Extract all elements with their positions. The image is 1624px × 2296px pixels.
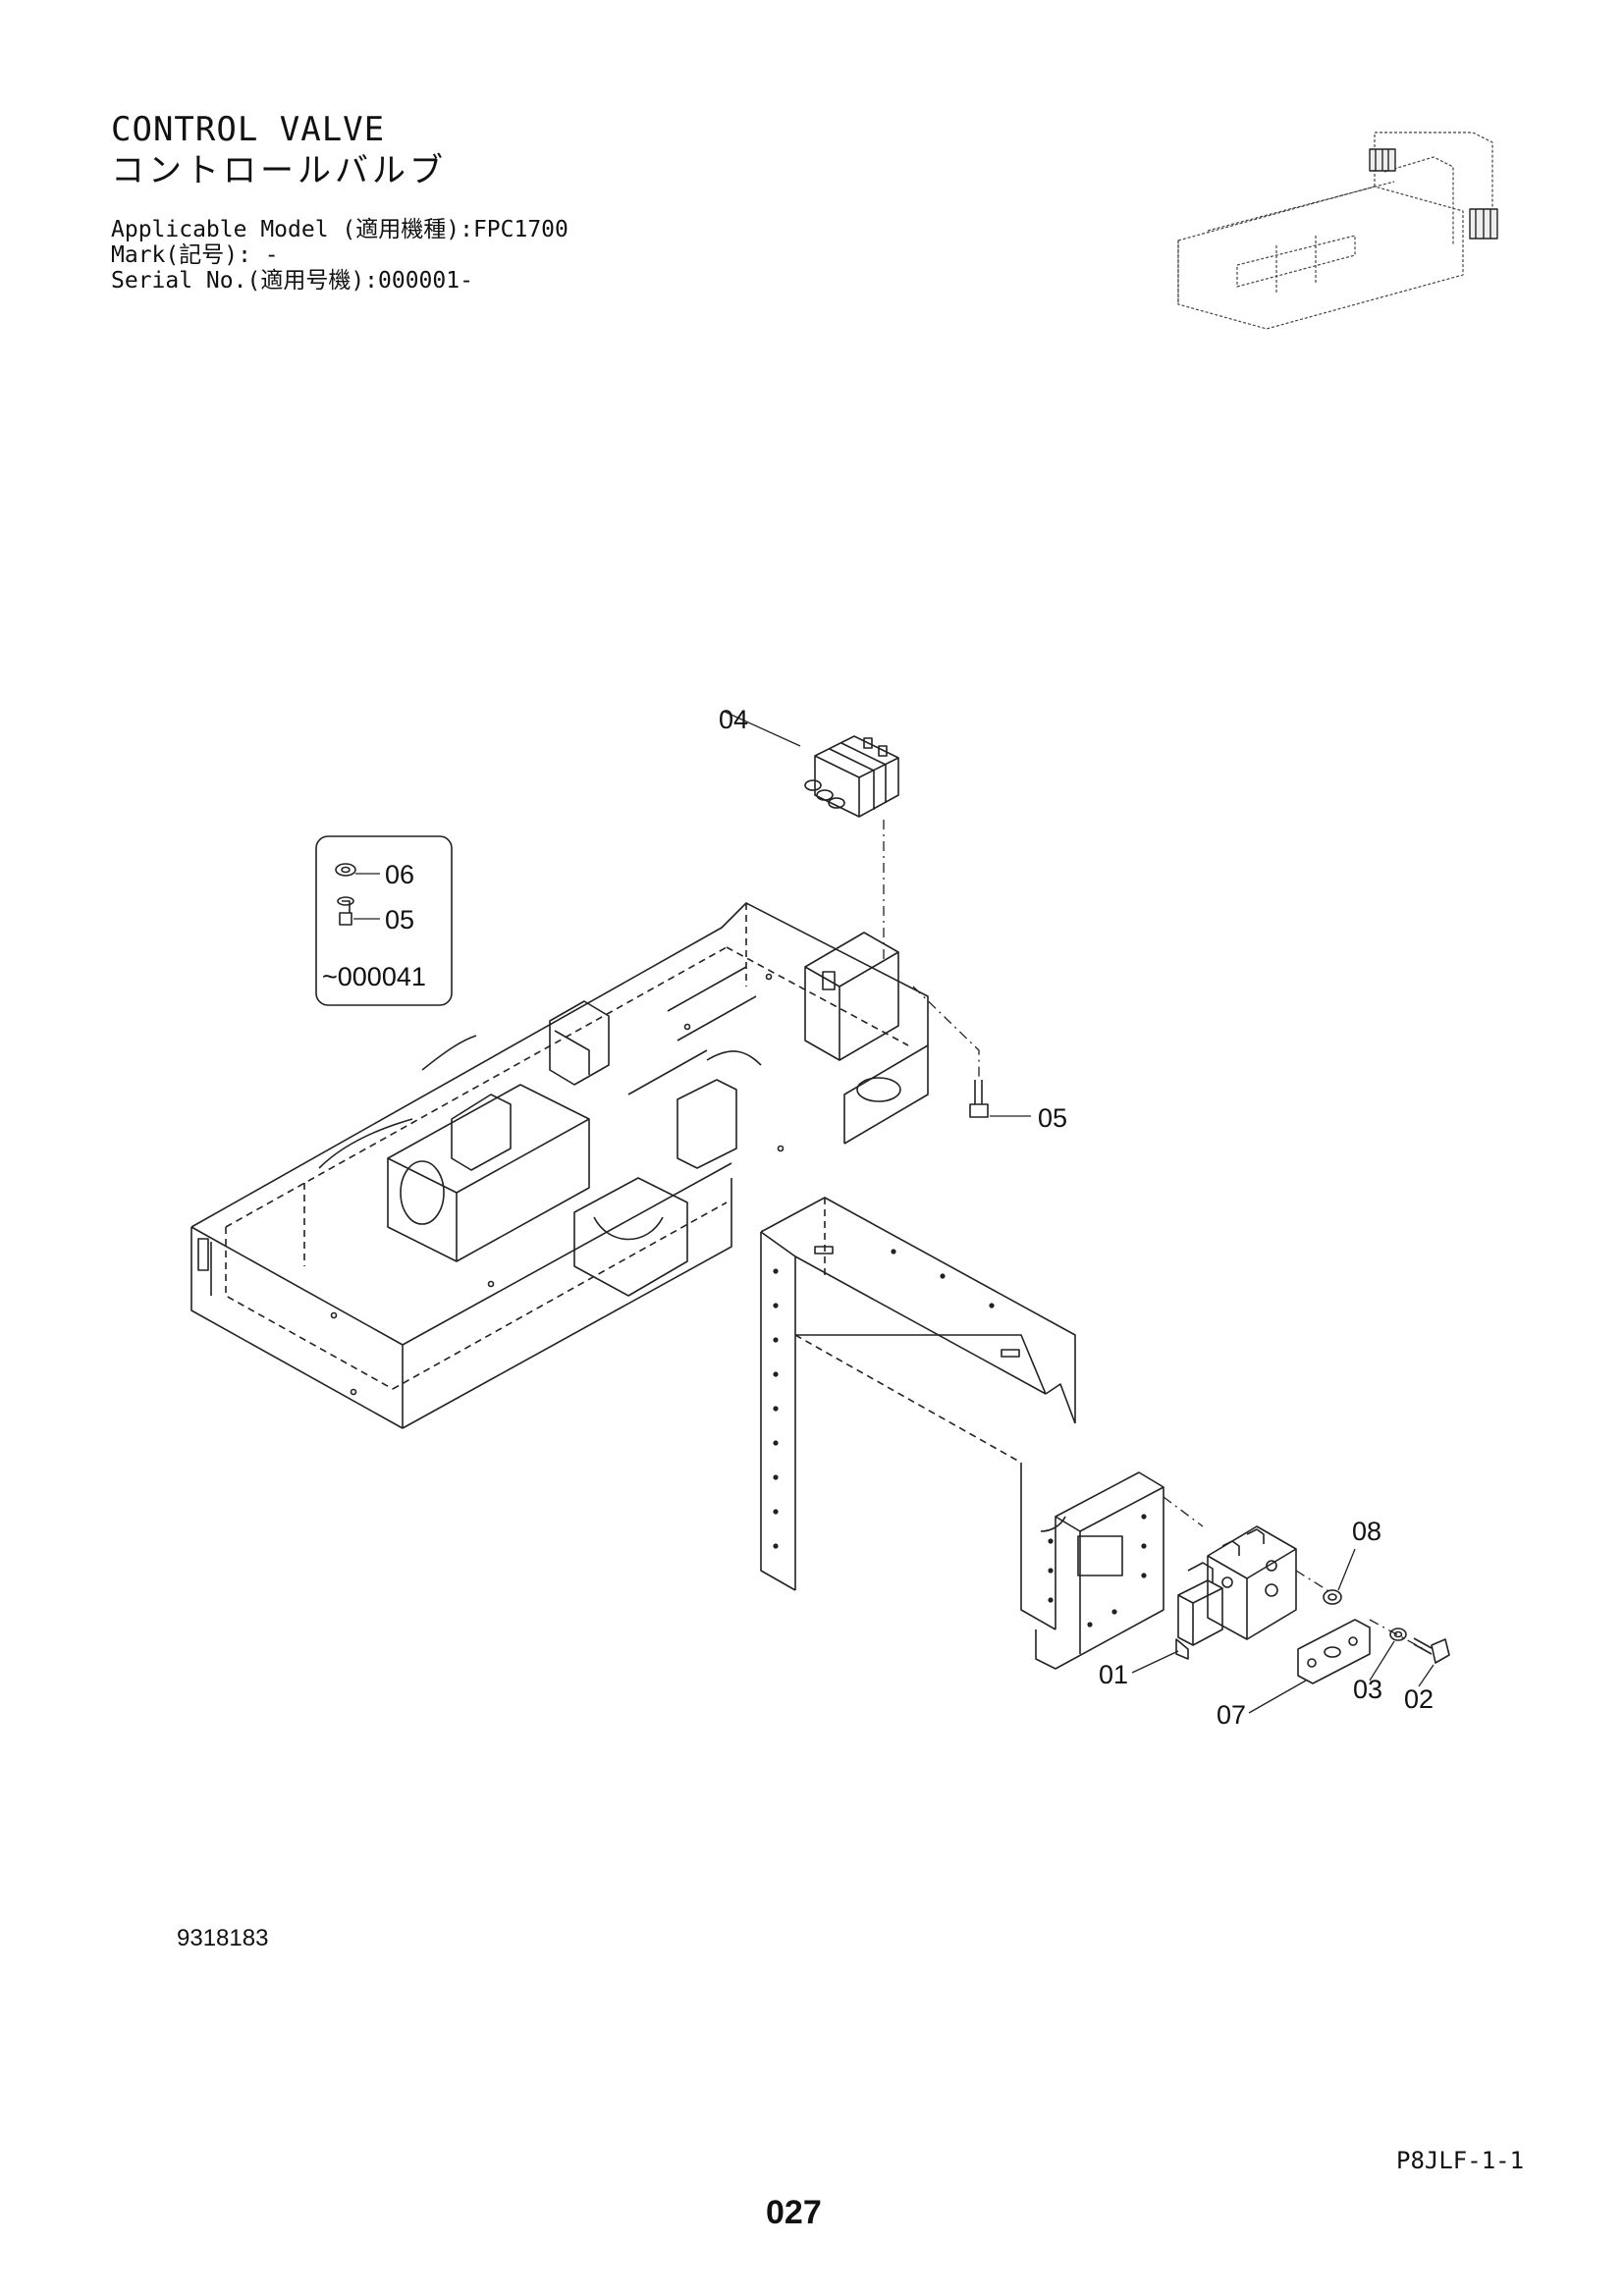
mark-text: Mark(記号): -	[111, 242, 279, 268]
callout-07: 07	[1217, 1700, 1247, 1730]
page-code: P8JLF-1-1	[1396, 2147, 1525, 2174]
inset-callout-06: 06	[385, 860, 415, 889]
rear-column	[760, 1197, 1164, 1670]
leader-line-04	[724, 711, 801, 747]
leader-line-03	[1369, 1640, 1395, 1682]
washer-03	[1389, 1628, 1407, 1641]
callout-03: 03	[1353, 1675, 1383, 1704]
page-subtitle-japanese: コントロールバルブ	[111, 151, 447, 190]
inset-box	[315, 835, 453, 1006]
leader-line-02	[1418, 1664, 1435, 1687]
washer-06-icon	[335, 863, 356, 877]
centerline-05	[912, 986, 980, 1080]
plate-07	[1297, 1619, 1371, 1684]
control-valve-01	[1175, 1525, 1297, 1660]
page-title: CONTROL VALVE	[111, 110, 386, 149]
bolt-05	[969, 1080, 989, 1118]
leader-line-08	[1337, 1548, 1356, 1591]
centerline-08	[1295, 1570, 1331, 1593]
inset-serial-range: ~000041	[322, 962, 426, 991]
bolt-02	[1413, 1637, 1450, 1664]
leader-line-07	[1248, 1680, 1307, 1714]
inset-callout-05: 05	[385, 905, 415, 934]
locator-valve-highlight-icon	[1369, 148, 1498, 240]
locator-thumbnail	[1177, 132, 1493, 330]
main-frame	[190, 902, 929, 1429]
valve-block-04	[804, 735, 899, 818]
centerline-01	[1163, 1496, 1204, 1527]
applicable-model-text: Applicable Model (適用機種):FPC1700	[111, 217, 568, 242]
washer-08	[1323, 1589, 1342, 1605]
bolt-05-inset-icon	[337, 896, 354, 926]
callout-08: 08	[1352, 1517, 1382, 1546]
drawing-number: 9318183	[177, 1925, 269, 1951]
leader-line-01	[1131, 1650, 1179, 1674]
callout-05: 05	[1038, 1103, 1068, 1133]
callout-02: 02	[1404, 1684, 1435, 1714]
callout-01: 01	[1099, 1660, 1129, 1689]
serial-number-text: Serial No.(適用号機):000001-	[111, 268, 473, 294]
callout-04: 04	[719, 705, 749, 734]
page-number: 027	[766, 2194, 822, 2231]
